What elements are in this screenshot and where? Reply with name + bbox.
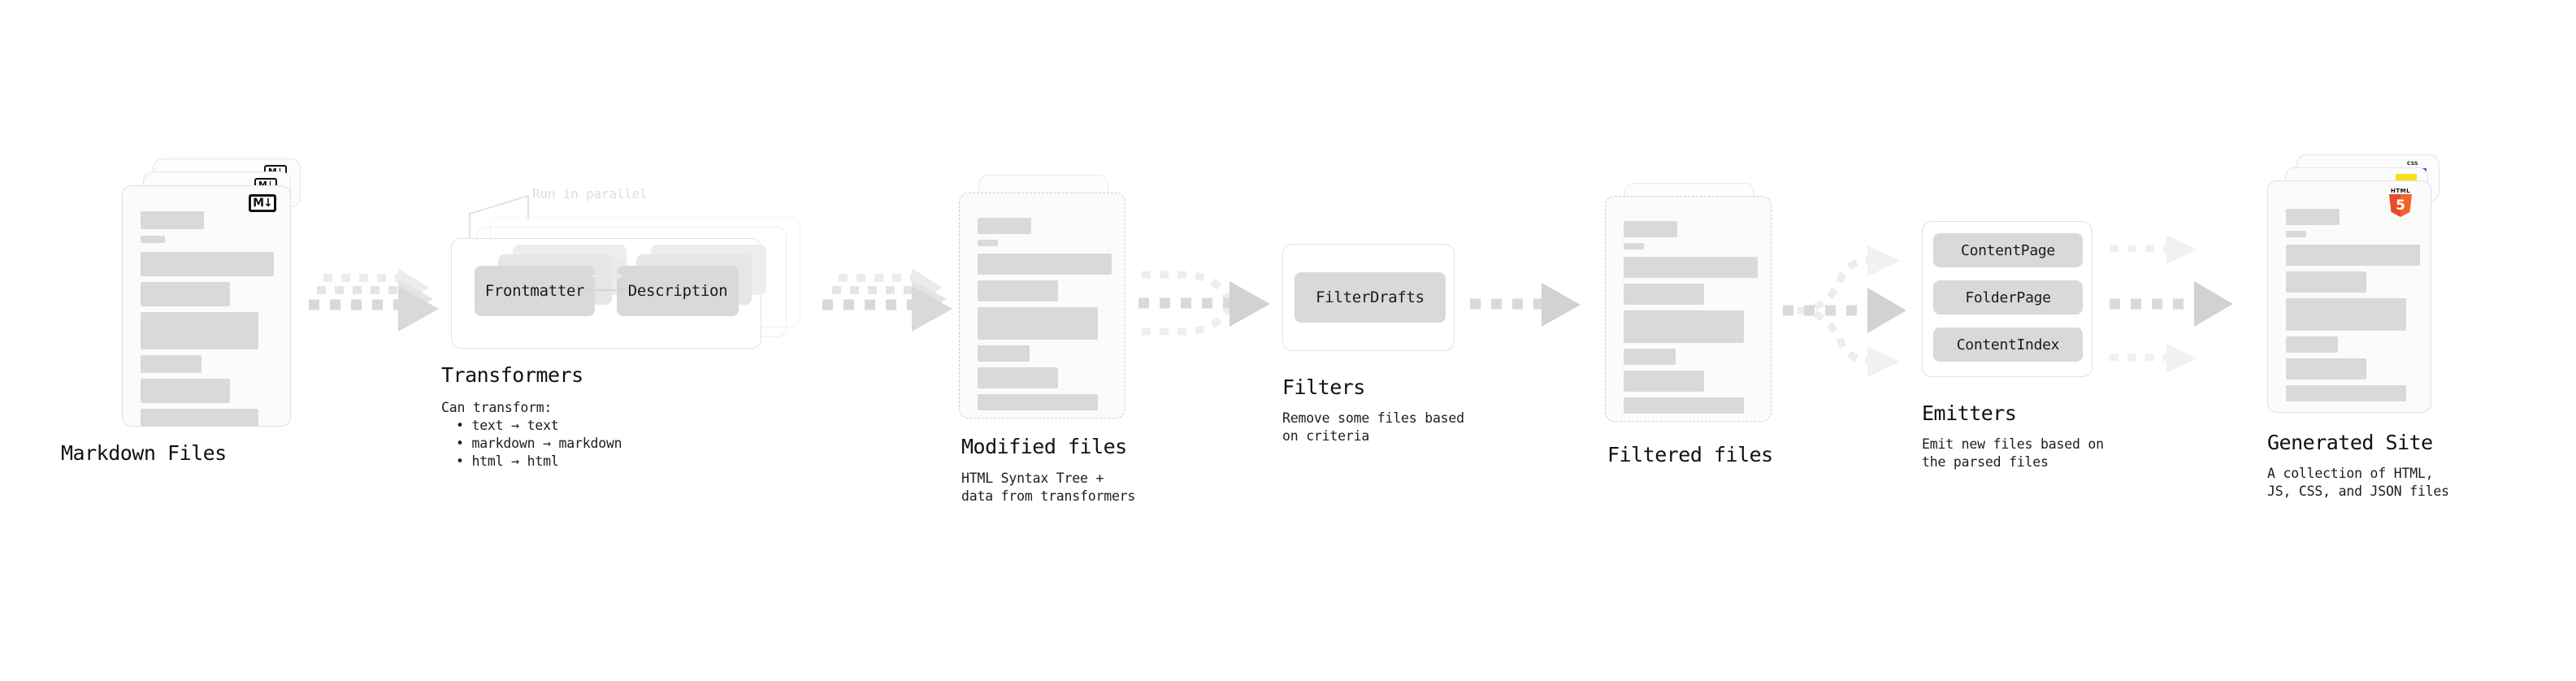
stage-markdown-files: M↓ M↓ M↓ Markdown Files bbox=[61, 158, 301, 465]
conn-md-to-transformers bbox=[309, 268, 439, 332]
html5-shield: 5 bbox=[2389, 194, 2412, 217]
modified-files-subtitle: HTML Syntax Tree + data from transformer… bbox=[961, 471, 1136, 504]
filtered-file-stack bbox=[1605, 183, 1776, 443]
run-in-parallel-note: Run in parallel bbox=[532, 186, 648, 202]
filtered-card-front bbox=[1605, 196, 1772, 422]
conn-filtered-to-emitters bbox=[1783, 245, 1906, 377]
stage-filtered-files: Filtered files bbox=[1605, 183, 1776, 466]
stage-title-markdown-files: Markdown Files bbox=[61, 441, 227, 465]
parallel-bracket bbox=[469, 194, 529, 238]
generated-site-subtitle: A collection of HTML, JS, CSS, and JSON … bbox=[2267, 466, 2449, 499]
html5-icon: HTML 5 bbox=[2388, 188, 2413, 217]
modified-card-front bbox=[959, 193, 1125, 419]
transformers-bullet-2: • html → html bbox=[456, 453, 559, 469]
css-label: CSS bbox=[2407, 161, 2418, 167]
conn-filters-to-filtered bbox=[1470, 283, 1581, 327]
html5-wordmark: HTML bbox=[2390, 188, 2411, 194]
transformer-chip-frontmatter[interactable]: Frontmatter bbox=[475, 266, 595, 316]
conn-emitters-to-site bbox=[2110, 235, 2233, 373]
conn-transformers-to-modified bbox=[822, 268, 952, 332]
transformers-bullet-0: • text → text bbox=[456, 418, 559, 433]
transformers-subtitle: Can transform: bbox=[441, 400, 553, 415]
emitter-chip-contentpage[interactable]: ContentPage bbox=[1933, 233, 2083, 267]
filters-box: FilterDrafts bbox=[1282, 244, 1455, 351]
emitter-chip-contentindex[interactable]: ContentIndex bbox=[1933, 327, 2083, 362]
emitters-box: ContentPage FolderPage ContentIndex bbox=[1922, 221, 2092, 377]
filters-subtitle: Remove some files based on criteria bbox=[1282, 410, 1464, 444]
markdown-file-stack: M↓ M↓ M↓ bbox=[122, 158, 301, 427]
emitters-subtitle: Emit new files based on the parsed files bbox=[1922, 436, 2104, 470]
emitter-chip-folderpage[interactable]: FolderPage bbox=[1933, 280, 2083, 314]
modified-file-stack bbox=[959, 175, 1130, 435]
transformer-chip-description[interactable]: Description bbox=[617, 266, 739, 316]
conn-modified-to-filters bbox=[1138, 271, 1270, 336]
transformers-bullet-1: • markdown → markdown bbox=[456, 436, 622, 451]
stage-title-generated-site: Generated Site bbox=[2267, 431, 2433, 454]
stage-title-filtered-files: Filtered files bbox=[1607, 443, 1773, 466]
stage-title-filters: Filters bbox=[1282, 375, 1365, 399]
site-file-stack: CSS HTML 5 bbox=[2267, 154, 2454, 431]
html5-digit: 5 bbox=[2396, 197, 2405, 214]
stage-generated-site: CSS HTML 5 bbox=[2267, 154, 2454, 499]
stage-modified-files: Modified files HTML Syntax Tree + data f… bbox=[959, 175, 1135, 504]
markdown-card-front: M↓ bbox=[122, 185, 291, 427]
stage-title-modified-files: Modified files bbox=[961, 435, 1127, 458]
filter-chip-filterdrafts[interactable]: FilterDrafts bbox=[1295, 272, 1446, 323]
site-card-html: HTML 5 bbox=[2267, 180, 2431, 413]
markdown-badge-front: M↓ bbox=[249, 194, 276, 212]
stage-title-transformers: Transformers bbox=[441, 363, 583, 387]
inner-transform-arrows bbox=[588, 260, 627, 294]
stage-title-emitters: Emitters bbox=[1922, 401, 2017, 425]
